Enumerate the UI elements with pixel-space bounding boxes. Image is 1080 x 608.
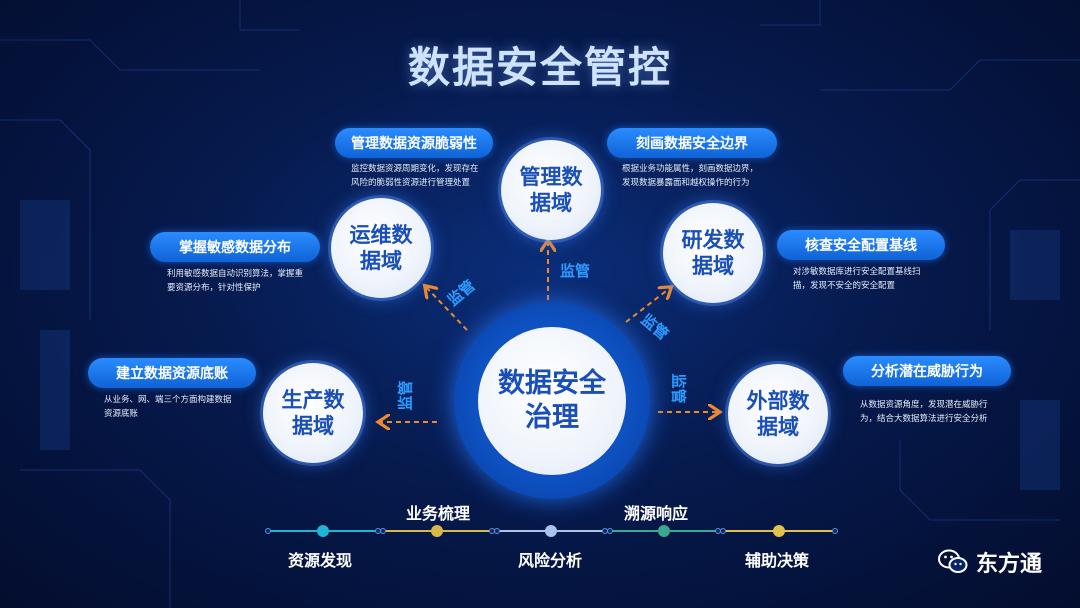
capability-title-ledger: 建立数据资源底账 [88,358,256,388]
capability-desc-vulnerability: 监控数据资源周期变化，发现存在风险的脆弱性资源进行管理处置 [351,164,479,188]
capability-desc-baseline: 对涉敏数据库进行安全配置基线扫描，发现不安全的安全配置 [793,267,921,291]
timeline-dot [431,525,443,537]
domain-management[interactable]: 管理数据域 [501,140,601,240]
domain-production[interactable]: 生产数据域 [263,363,363,463]
center-node[interactable]: 数据安全治理 [478,327,626,475]
timeline-dot [317,525,329,537]
capability-desc-sensitive: 利用敏感数据自动识别算法，掌握重要资源分布，针对性保护 [167,269,304,293]
arrow-to-rnd [625,288,670,323]
timeline-dot [773,525,785,537]
brand-name: 东方通 [975,552,1042,577]
arrow-to-ops [426,287,468,331]
timeline-step-decision-support: 辅助决策 [745,551,810,570]
timeline-dot [545,525,557,537]
timeline-step-resource-discovery: 资源发现 [288,551,353,570]
capability-title-boundary: 刻画数据安全边界 [607,128,777,158]
brand: 东方通 [937,546,1042,578]
page-title: 数据安全管控 [407,43,672,92]
timeline-step-risk-analysis: 风险分析 [518,551,583,570]
timeline-step-business-sorting: 业务梳理 [406,504,471,523]
capability-title-threat: 分析潜在威胁行为 [843,356,1011,386]
arrow-label-management: 监管 [560,262,591,280]
domain-ops[interactable]: 运维数据域 [331,198,431,298]
domain-external[interactable]: 外部数据域 [728,364,828,464]
capability-title-vulnerability: 管理数据资源脆弱性 [335,128,493,158]
capability-desc-boundary: 根据业务功能属性，刻画数据边界，发现数据暴露面和越权操作的行为 [622,164,759,188]
capability-title-baseline: 核查安全配置基线 [777,230,945,260]
timeline-dot [658,525,670,537]
capability-desc-threat: 从数据资源角度，发现潜在威胁行为，结合大数据算法进行安全分析 [860,400,988,424]
domain-rnd[interactable]: 研发数据域 [663,203,763,303]
capability-title-sensitive: 掌握敏感数据分布 [150,232,320,262]
wechat-icon [937,549,968,573]
timeline-step-trace-response: 溯源响应 [624,504,689,523]
capability-desc-ledger: 从业务、网、端三个方面构建数据资源底账 [104,395,232,419]
